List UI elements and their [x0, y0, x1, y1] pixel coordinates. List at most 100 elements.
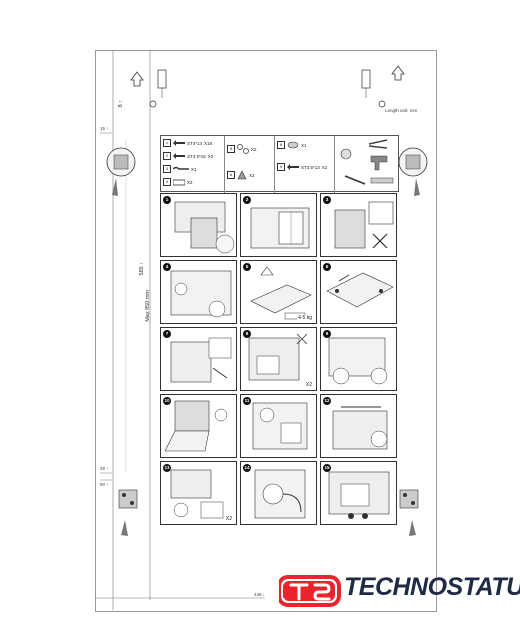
step-number-badge: 7 [163, 330, 171, 338]
step-number-badge: 5 [243, 263, 251, 271]
part-qty: X1 [191, 166, 197, 172]
spanner-icon [173, 166, 189, 170]
part-number: 2 [163, 152, 171, 160]
part-qty: X2 [187, 179, 193, 185]
dim-bottom-label: 448 ↓ [254, 592, 266, 597]
bottom-bracket-right-icon [399, 489, 419, 536]
up-arrow-icon [391, 65, 405, 81]
tools-icons [340, 139, 394, 185]
part-qty: X1 [301, 142, 307, 148]
part-row: 3 X1 [163, 165, 197, 173]
step-panel: 3 [320, 193, 397, 257]
step-caption: 4-5 kg [297, 315, 313, 321]
screw-icon [287, 164, 299, 170]
bottom-bracket-left-icon [118, 489, 138, 536]
door-panel-illustration [250, 266, 312, 320]
step-number-badge: 14 [243, 464, 251, 472]
screwdriver-icon [344, 175, 366, 185]
tools-column [335, 136, 398, 196]
part-row: 2 ST3.5*16 X2 [163, 152, 213, 160]
step-number-badge: 12 [323, 397, 331, 405]
drain-hose-illustration [254, 469, 306, 519]
part-code: ST3.5*16 [187, 153, 206, 159]
max-height-label: Max 850 mm [145, 290, 151, 322]
step-panel: 12 [320, 394, 397, 458]
step-number-badge: 15 [323, 464, 331, 472]
part-row: 8 X1 [277, 141, 307, 149]
step-panel: 4 [160, 260, 237, 324]
drill-icon [370, 155, 388, 171]
step-number-badge: 2 [243, 196, 251, 204]
parts-list: 1 ST4*14 X1 8 2 ST3.5*16 X2 3 X1 4 X2 5 X… [160, 135, 399, 196]
part-qty: X2 [251, 146, 257, 152]
step-number-badge: 3 [323, 196, 331, 204]
parts-column: 1 ST4*14 X18 2 ST3.5*16 X2 3 X1 4 X2 [161, 136, 225, 196]
part-number: 4 [163, 178, 171, 186]
part-code: ST4*14 [187, 140, 203, 146]
dim-mid-left-label: 29 ↑ [100, 466, 109, 471]
kitchen-niche-illustration [174, 201, 235, 254]
part-row: 4 X2 [163, 178, 193, 186]
panel-screws-illustration [326, 272, 394, 308]
step-panel: 1 [160, 193, 237, 257]
brand-name: TECHNOSTATUS [344, 573, 520, 601]
fix-top-illustration [332, 406, 388, 450]
length-unit-label: Length unit: mm [385, 108, 418, 113]
attach-door-illustration [248, 333, 308, 381]
part-number: 1 [163, 139, 171, 147]
step-number-badge: 10 [163, 397, 171, 405]
dim-cut-label: 8 ↑ [118, 100, 124, 108]
parts-column: 8 X1 9 ST3.5*13 X2 [275, 136, 335, 196]
parts-column: 5 X2 6 X2 [225, 136, 275, 196]
part-qty: X2 [207, 153, 214, 159]
hose-check-illustration [334, 201, 394, 249]
step-panel: 11 [240, 394, 317, 458]
bracket-icon [173, 179, 185, 185]
side-bracket-right-icon [398, 147, 428, 196]
open-unit-illustration [164, 400, 228, 452]
part-number: 3 [163, 165, 171, 173]
water-connect-illustration [252, 402, 308, 450]
spring-tension-illustration [328, 337, 388, 385]
up-arrow-icon [130, 71, 144, 87]
step-number-badge: 9 [323, 330, 331, 338]
step-panel: 14 [240, 461, 317, 525]
part-number: 6 [227, 171, 235, 179]
mount-panel-illustration [170, 337, 232, 383]
step-panel: 15 [320, 461, 397, 525]
part-code: ST3.5*13 [301, 164, 320, 170]
step-panel: 2 [240, 193, 317, 257]
step-number-badge: 11 [243, 397, 251, 405]
step-panel: 6 [320, 260, 397, 324]
part-number: 8 [277, 141, 285, 149]
clip-icon [237, 170, 247, 180]
adjust-feet-illustration [170, 469, 224, 519]
step-panel: 7 [160, 327, 237, 391]
level-icon [370, 177, 394, 184]
screw-icon [173, 153, 185, 159]
dim-side-label: 585 ↑ [139, 262, 145, 276]
step-caption: X2 [304, 382, 313, 388]
step-caption: X2 [224, 516, 233, 522]
step-panel: 9 [320, 327, 397, 391]
step-number-badge: 6 [323, 263, 331, 271]
part-row: 9 ST3.5*13 X2 [277, 163, 327, 171]
hinge-plate-icon [237, 144, 249, 154]
cabinet-front-illustration [250, 207, 310, 249]
part-qty: X2 [321, 164, 328, 170]
tape-measure-icon [340, 148, 352, 160]
part-row: 6 X2 [227, 170, 255, 180]
dim-low-left-label: 90 ↑ [100, 482, 109, 487]
part-row: 5 X2 [227, 144, 257, 154]
side-install-illustration [170, 270, 232, 318]
part-number: 9 [277, 163, 285, 171]
step-number-badge: 4 [163, 263, 171, 271]
top-clip-right-icon [361, 69, 386, 108]
part-number: 5 [227, 145, 235, 153]
screw-icon [173, 140, 185, 146]
step-panel: 10 [160, 394, 237, 458]
